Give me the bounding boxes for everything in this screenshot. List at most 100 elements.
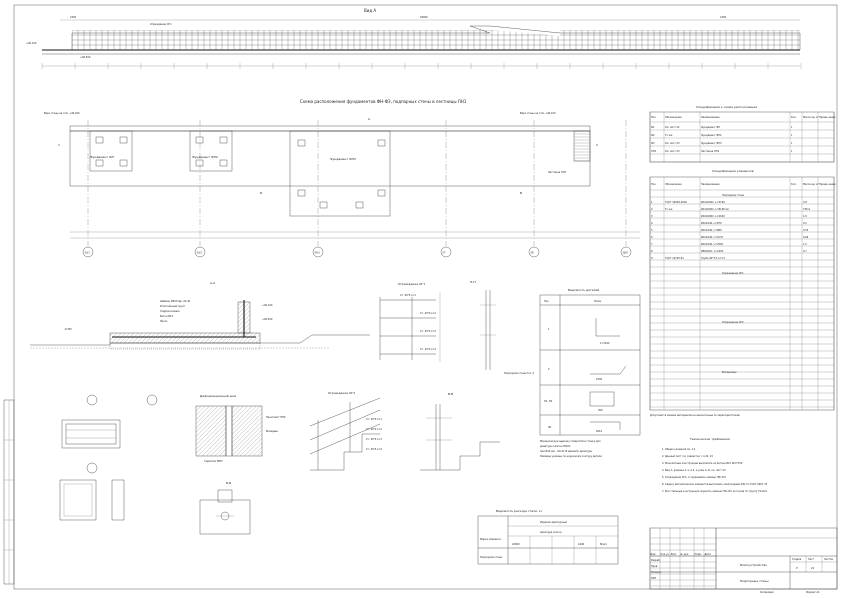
rebar-h-a240: A240 <box>578 543 585 546</box>
spec-layout-cell: См. лист 23 <box>665 150 680 153</box>
spec-elements-header: Обозначение <box>665 183 682 186</box>
spec-layout-header: Наименование <box>701 116 720 119</box>
spec-elements-cell: 1.6 <box>803 215 807 218</box>
spec-elements-cell: 0.55 <box>803 229 809 232</box>
foundation-fn2 <box>189 130 233 172</box>
joint-label-1: Пенопласт ППУ <box>266 416 286 419</box>
spec-layout-cell: Ф3 <box>651 142 655 145</box>
spec-elements-footer: Допускается замена материалов на аналоги… <box>650 414 740 417</box>
spec-elements-cell: ГОСТ 34028-2016 <box>665 201 687 204</box>
section-aa-title: А-А <box>210 281 216 285</box>
note-item: 5. Ограждения ОГ1, 2 окрашивать эмалью П… <box>662 476 727 479</box>
spec-layout-cell: См. лист 22 <box>665 126 680 129</box>
spec-elements-cell: Труба 40*3.5 L=1.5 <box>701 257 726 260</box>
spec-elements-section: Материалы <box>722 371 736 374</box>
og2-item-1: Ст. 40*4 L=1 <box>366 418 382 421</box>
spec-elements-header: Поз. <box>651 183 657 186</box>
spec-layout-cell: Фундамент ФН3 <box>701 142 722 145</box>
spec-elements-cell: 2 <box>651 208 653 211</box>
aa-mark-3: -0.350 <box>64 328 72 331</box>
tb-sheets-label: Листов <box>824 558 834 561</box>
bend-foot-4: Размеры указаны по наружному контуру дет… <box>540 455 602 458</box>
foundation-fn3-label: Фундамент ФН3 <box>330 157 356 161</box>
foundation-fn1-label: Фундамент ФН <box>90 155 114 159</box>
og1-item-4: Ст. 40*4 L=4 <box>420 348 436 351</box>
spec-layout-cell: Лестница ЛН1 <box>701 150 720 153</box>
spec-elements-cell: Ø10A240, L=870 <box>701 222 722 225</box>
note-item: 1. Общие указания см. л.2 <box>662 448 696 451</box>
spec-layout-cell: То же <box>665 134 673 137</box>
dim-left: 2300 <box>70 16 77 19</box>
axis-label: 23/2 <box>197 252 203 255</box>
og2-title: Ограждение ОГ2 <box>328 391 355 395</box>
spec-layout-cell: 1 <box>791 150 793 153</box>
deform-joint: Деформационный шов Пенопласт ППУ Гермети… <box>195 394 286 463</box>
spec-layout-title: Спецификация к схеме расположения <box>696 105 757 109</box>
spec-elements-cell: Ø10A240, L=880 <box>701 229 722 232</box>
spec-elements-section: Ограждение ОГ2 <box>722 321 744 324</box>
note-item: 4. Вид А, разрезы 1-1, 2-2, и узлы А, Б,… <box>662 469 726 472</box>
tb-sheet-name: Подпорные стены <box>740 579 769 583</box>
section-b: Б <box>260 191 262 195</box>
aa-note: Уплотнённый грунт <box>160 305 186 308</box>
spec-layout-cell: Ф2 <box>651 134 655 137</box>
spec-layout-cell: 1 <box>791 126 793 129</box>
tb-col-header: Дата <box>705 553 712 556</box>
tb-col-header: Изм. <box>651 553 657 556</box>
rebar-h-mark: Марка элемента <box>480 538 501 541</box>
foundation-fn1 <box>89 130 133 172</box>
rebar-row-name: Подпорная стена <box>480 556 502 559</box>
spec-layout-header: Поз. <box>651 116 657 119</box>
og1-item-2: Ст. 40*4 L=2 <box>420 312 436 315</box>
tb-col-header: Лист <box>671 553 678 556</box>
fence-label: Ограждение ОГ1 <box>150 23 172 26</box>
foundation-fn3 <box>289 130 391 217</box>
mark-right: +46.500 <box>80 56 91 59</box>
spec-layout-header: Обозначение <box>665 116 682 119</box>
rebar-table: Ведомость расхода стали, кг Марка элемен… <box>477 509 619 565</box>
section-vv-title: В-В <box>448 392 453 396</box>
bend-h1: Поз. <box>544 300 550 303</box>
note-item: 3. Монолитные конструкции выполнять из б… <box>662 462 743 465</box>
og1-section-label: Н-Н <box>470 280 476 284</box>
mark-left: +46.100 <box>26 42 37 45</box>
spec-layout-header: Масса ед. кг <box>803 116 819 119</box>
section-2: 2 <box>596 143 598 147</box>
spec-elements-cell: Ø10A500С, L=2620 <box>701 215 725 218</box>
section-a: А <box>368 117 371 121</box>
section-bb-title: Б-Б <box>226 481 231 485</box>
rebar-h-class: Арматура класса <box>540 531 562 534</box>
spec-elements-header: Кол. <box>791 183 797 186</box>
deform-joint-title: Деформационный шов <box>200 394 236 398</box>
bend-r2: 2 <box>548 368 550 371</box>
tb-copied: Копировал <box>760 591 774 594</box>
notes-title: Технические требования <box>689 437 730 441</box>
spec-elements-cell: Ø12A500С, L=3190 <box>701 201 725 204</box>
tb-col-header: Кол.уч. <box>661 553 670 556</box>
sheet-frame <box>13 4 838 590</box>
tb-project: Благоустройство <box>740 563 767 567</box>
spec-elements-cell: 1 <box>651 201 653 204</box>
axis-bubble <box>82 246 94 258</box>
fence-og1: Ограждение ОГ1 Н-Н Ст. 40*4 L=1 Ст. 40*4… <box>379 280 534 375</box>
spec-elements-cell: Ø12A500С, L=8190 мп <box>701 208 729 211</box>
rebar-h-a500: A500С <box>512 543 520 546</box>
railing-grid-left <box>72 30 492 50</box>
bend-dim-1: L=3190 <box>600 342 610 345</box>
bend-foot-2: арматуры класса А500С <box>540 445 571 448</box>
spec-elements-cell: 1.5 <box>803 243 807 246</box>
dim-mid: 18000 <box>420 16 428 19</box>
plan-mark-1: Верх стены на отм. +46.200 <box>44 112 80 115</box>
spec-elements-cell: 0.5 <box>803 222 807 225</box>
tb-role: Пров. <box>651 565 658 568</box>
bend-dim-3: 300 <box>598 409 603 412</box>
aa-note: Бетон В15 <box>160 315 173 318</box>
rebar-h-total: Всего <box>600 543 608 546</box>
axis-label: 27 <box>443 252 447 255</box>
axis-bubble <box>312 246 324 258</box>
note-item: 2. Данный лист см. совместно с л.22, 23 <box>662 455 713 458</box>
axis-bubble <box>528 246 540 258</box>
dim-right: 2300 <box>720 16 727 19</box>
wall-band <box>69 125 591 132</box>
